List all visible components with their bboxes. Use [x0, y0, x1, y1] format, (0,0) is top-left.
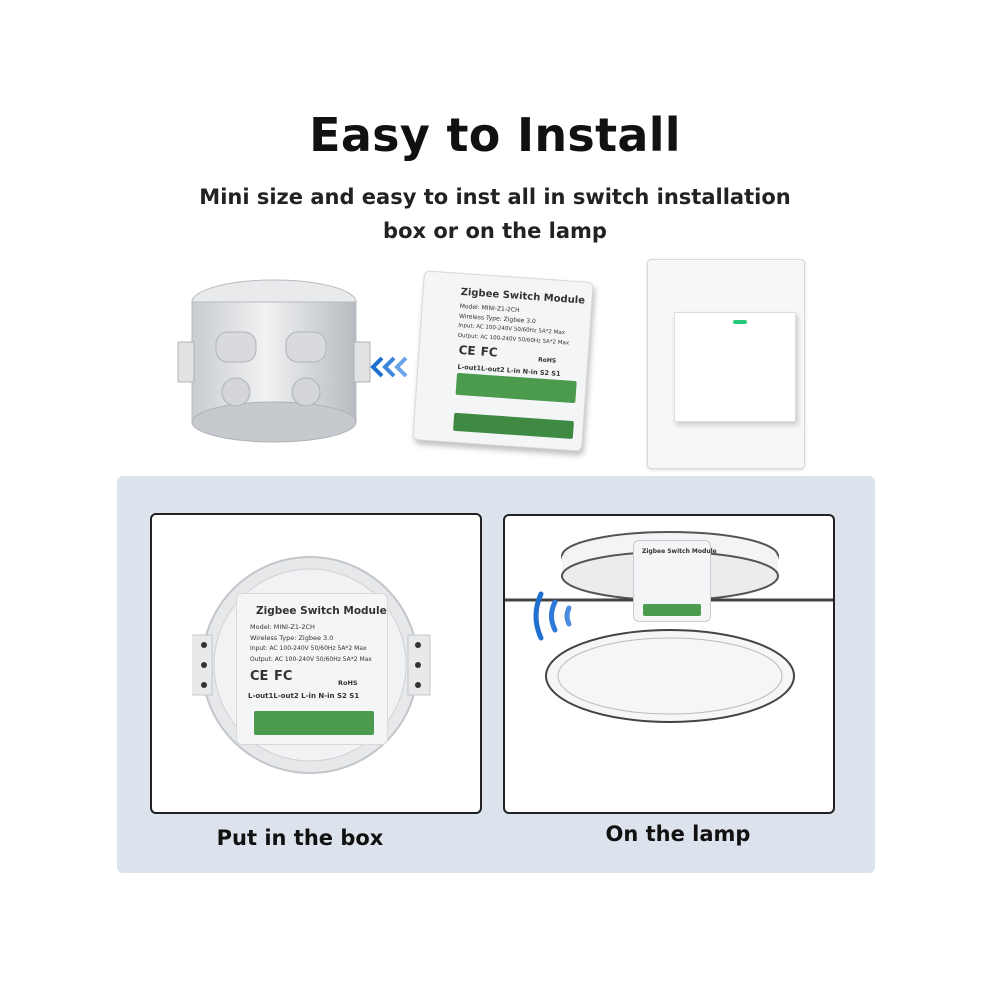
- wifi-signal-icon: [533, 591, 572, 641]
- switch-module-product: Zigbee Switch Module Model: MINI-Z1-2CH …: [412, 270, 594, 452]
- wall-switch-rocker[interactable]: [674, 312, 796, 422]
- subtitle-line-1: Mini size and easy to inst all in switch…: [199, 185, 791, 209]
- box-cert-rohs: RoHS: [338, 679, 358, 687]
- subtitle-line-2: box or on the lamp: [383, 219, 607, 243]
- box-frame: Zigbee Switch Module Model: MINI-Z1-2CH …: [150, 513, 482, 814]
- wall-switch-led: [733, 320, 747, 324]
- cert-ce: CE: [458, 342, 477, 359]
- installation-box-illustration: [177, 279, 371, 443]
- box-cert-ce: CE: [250, 669, 269, 684]
- lamp-frame: Zigbee Switch Module: [503, 514, 835, 814]
- lamp-module-name: Zigbee Switch Module: [642, 548, 717, 555]
- chevron-left-triple-icon: [370, 356, 408, 378]
- cert-rohs: RoHS: [537, 356, 557, 365]
- page-subtitle: Mini size and easy to inst all in switch…: [0, 180, 990, 248]
- wall-switch-illustration: [647, 259, 805, 469]
- page-title: Easy to Install: [309, 108, 681, 162]
- box-module-name: Zigbee Switch Module: [256, 605, 387, 617]
- box-module-input: Input: AC 100-240V 50/60Hz 5A*2 Max: [250, 645, 367, 652]
- box-module-model: Model: MINI-Z1-2CH: [250, 623, 315, 631]
- box-cert-fc: FC: [274, 669, 293, 684]
- box-terminal-block: [254, 711, 374, 735]
- caption-put-in-box: Put in the box: [216, 826, 384, 850]
- cert-fc: FC: [480, 344, 499, 360]
- box-module-wireless: Wireless Type: Zigbee 3.0: [250, 634, 334, 642]
- lamp-terminal-block: [643, 604, 701, 616]
- box-module-terminals: L-out1L-out2 L-in N-in S2 S1: [248, 692, 360, 700]
- caption-on-lamp: On the lamp: [605, 822, 751, 846]
- box-module-output: Output: AC 100-240V 50/60Hz 5A*2 Max: [250, 656, 372, 663]
